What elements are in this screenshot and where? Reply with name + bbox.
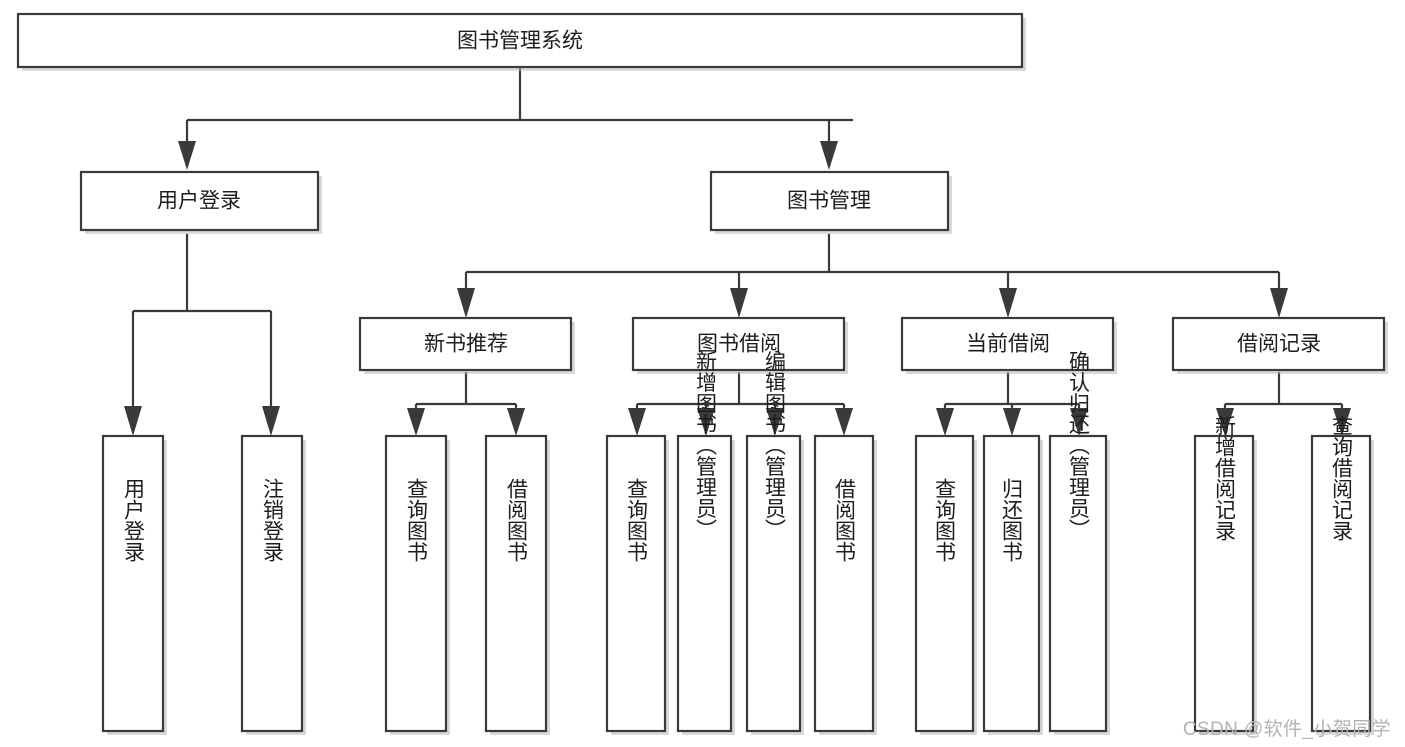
leaf-nbr-borrow-book[interactable]: 借阅图书 [484,434,550,735]
node-book-borrow[interactable]: 图书借阅 [631,316,848,374]
arrowhead-br-leaf-2 [1333,408,1351,436]
arrowhead-book-mgmt [820,141,838,170]
leaf-cb-confirm-return-label: 确认归还（管理员） [1067,351,1091,540]
arrowhead-bb-leaf-2 [697,408,715,436]
node-user-login-label: 用户登录 [157,190,241,213]
node-borrow-record[interactable]: 借阅记录 [1171,316,1388,374]
node-root-label: 图书管理系统 [457,30,583,53]
node-book-borrow-label: 图书借阅 [697,333,781,356]
connectors [124,67,1351,436]
arrowhead-cb-leaf-2 [1003,408,1021,436]
arrowhead-bb-leaf-4 [835,408,853,436]
arrowhead-current-borrow [999,288,1017,318]
arrowhead-nbr-leaf-2 [507,408,525,436]
leaf-bb-edit-book-label: 编辑图书（管理员） [763,351,787,540]
node-borrow-record-label: 借阅记录 [1237,333,1321,356]
arrowhead-leaf-logout [262,406,280,436]
leaf-bb-query-book-label: 查询图书 [625,478,649,562]
leaf-br-add-record[interactable]: 新增借阅记录 [1193,415,1257,735]
node-current-borrow[interactable]: 当前借阅 [900,316,1117,374]
leaf-bb-edit-book[interactable]: 编辑图书（管理员） [745,351,804,736]
node-new-book-recommend[interactable]: 新书推荐 [358,316,575,374]
arrowhead-book-borrow [730,288,748,318]
arrowhead-bb-leaf-3 [766,408,784,436]
leaf-cb-return-book[interactable]: 归还图书 [982,434,1043,735]
node-current-borrow-label: 当前借阅 [966,333,1050,356]
node-user-login[interactable]: 用户登录 [79,170,322,234]
leaf-cb-query-book-label: 查询图书 [933,478,957,562]
arrowhead-borrow-record [1270,288,1288,318]
node-new-book-recommend-label: 新书推荐 [424,333,508,356]
leaf-cb-confirm-return[interactable]: 确认归还（管理员） [1048,351,1110,736]
leaf-bb-borrow-book[interactable]: 借阅图书 [813,434,877,735]
leaf-nbr-borrow-book-label: 借阅图书 [505,478,529,562]
leaf-user-login[interactable]: 用户登录 [101,434,167,735]
arrowhead-new-book-recommend [457,288,475,318]
leaf-cb-return-book-label: 归还图书 [1000,478,1024,562]
arrowhead-bb-leaf-1 [628,408,646,436]
leaf-br-query-record[interactable]: 查询借阅记录 [1310,415,1374,735]
leaf-bb-add-book[interactable]: 新增图书（管理员） [676,351,735,736]
leaf-bb-query-book[interactable]: 查询图书 [605,434,669,735]
leaf-nbr-query-book-label: 查询图书 [405,478,429,562]
arrowhead-leaf-user-login [124,406,142,436]
leaf-user-login-label: 用户登录 [122,478,146,562]
leaf-bb-add-book-label: 新增图书（管理员） [694,351,718,540]
arrowhead-br-leaf-1 [1216,408,1234,436]
leaf-cb-query-book[interactable]: 查询图书 [914,434,977,735]
arrowhead-nbr-leaf-1 [407,408,425,436]
leaf-br-add-record-label: 新增借阅记录 [1213,415,1237,541]
leaf-br-query-record-label: 查询借阅记录 [1330,415,1354,541]
watermark-text: CSDN @软件_小贺同学 [1182,719,1391,740]
arrowhead-cb-leaf-1 [936,408,954,436]
leaf-logout[interactable]: 注销登录 [240,434,306,735]
node-book-management-label: 图书管理 [787,190,871,213]
node-root[interactable]: 图书管理系统 [16,12,1026,71]
leaf-nbr-query-book[interactable]: 查询图书 [384,434,450,735]
arrowhead-user-login [178,141,196,170]
arrowhead-cb-leaf-3 [1070,408,1088,436]
leaf-logout-label: 注销登录 [261,478,285,562]
node-book-management[interactable]: 图书管理 [709,170,952,234]
leaf-bb-borrow-book-label: 借阅图书 [833,478,857,562]
